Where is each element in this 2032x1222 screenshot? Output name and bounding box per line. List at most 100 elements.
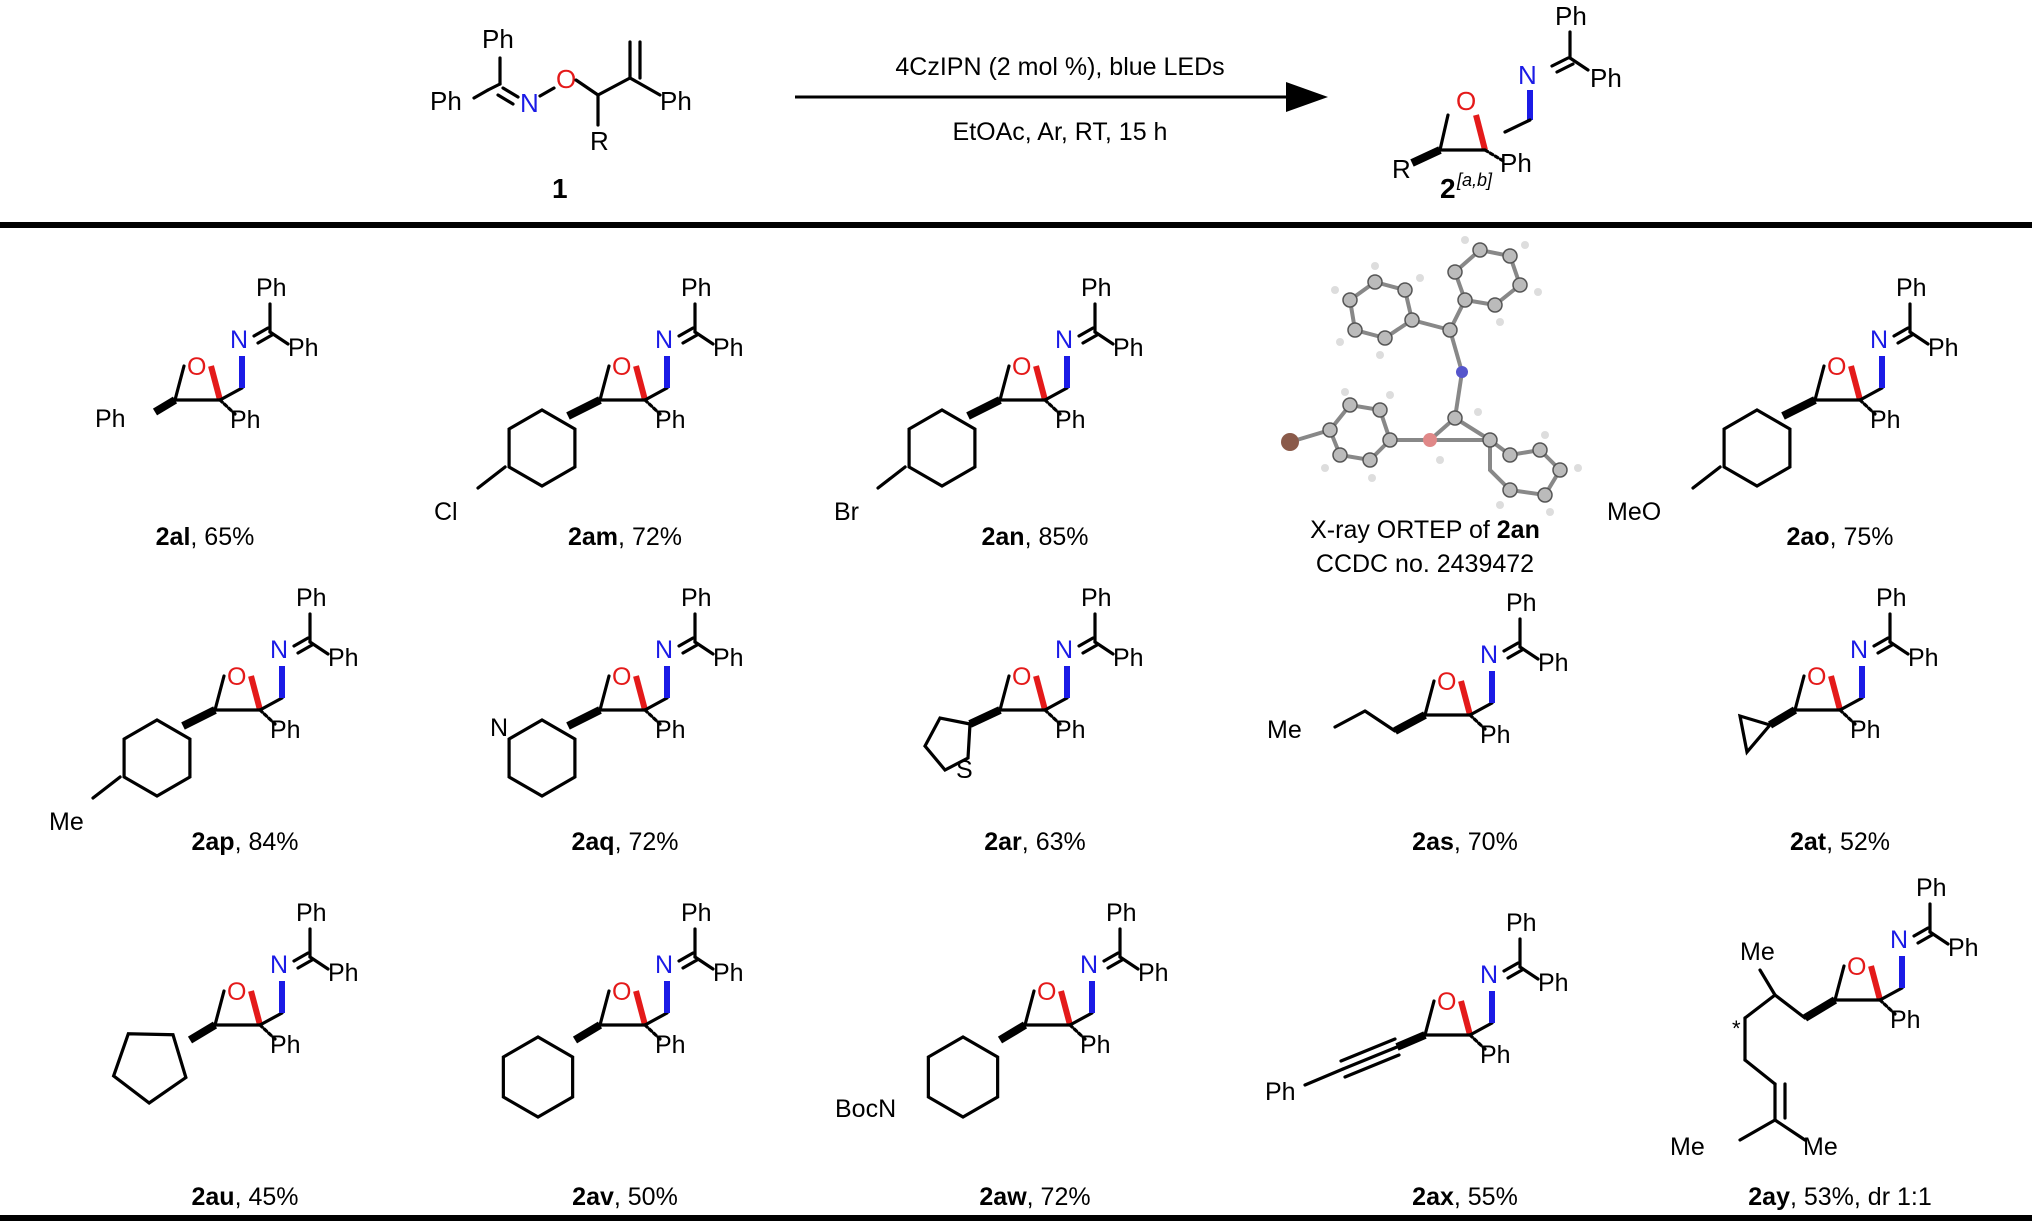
atom-ph: Ph (270, 1031, 301, 1059)
reaction-arrow: 4CzIPN (2 mol %), blue LEDs EtOAc, Ar, R… (795, 53, 1328, 146)
product-2: Ph Ph N O R Ph 2 [a,b] (1392, 1, 1622, 204)
xray-caption-line2: CCDC no. 2439472 (1316, 550, 1534, 578)
atom-ph: Ph (270, 716, 301, 744)
atom-ph: Ph (1590, 63, 1622, 93)
compound-caption: 2av, 50% (572, 1183, 678, 1211)
atom-ph: Ph (230, 406, 261, 434)
atom-ph: Ph (1538, 969, 1569, 997)
atom-o: O (1437, 988, 1456, 1016)
atom-o: O (1037, 978, 1056, 1006)
atom-ph: Ph (1506, 909, 1537, 937)
atom-ph: Ph (1080, 1031, 1111, 1059)
atom-ph: Ph (1896, 274, 1927, 302)
compound-caption: 2as, 70% (1412, 828, 1518, 856)
atom-ph: Ph (430, 86, 462, 116)
atom-ph: Ph (660, 86, 692, 116)
atom-n: N (655, 636, 673, 664)
atom-n: N (655, 951, 673, 979)
atom-ph: Ph (655, 406, 686, 434)
xray-caption-line1: X-ray ORTEP of 2an (1310, 516, 1540, 544)
footnote-superscript: [a,b] (1456, 170, 1493, 190)
atom-ph: Ph (1081, 584, 1112, 612)
atom-r: R (590, 126, 609, 156)
atom-br: Br (834, 498, 859, 526)
atom-n: N (1055, 326, 1073, 354)
atom-ph: Ph (1081, 274, 1112, 302)
compound-caption: 2al, 65% (156, 523, 255, 551)
atom-ph: Ph (1555, 1, 1587, 31)
atom-meo: MeO (1607, 498, 1661, 526)
compound-label-2: 2 (1440, 173, 1456, 204)
compound-caption: 2an, 85% (981, 523, 1088, 551)
atom-ph: Ph (713, 644, 744, 672)
stereo-star: * (1732, 1016, 1741, 1041)
atom-ph: Ph (1506, 589, 1537, 617)
xray-ortep-structure: X-ray ORTEP of 2an CCDC no. 2439472 (1281, 236, 1582, 578)
atom-o: O (612, 353, 631, 381)
compound-caption: 2ap, 84% (191, 828, 298, 856)
atom-ph: Ph (1870, 406, 1901, 434)
atom-o: O (556, 64, 576, 94)
compound-caption: 2ax, 55% (1412, 1183, 1518, 1211)
atom-ph: Ph (288, 334, 319, 362)
atom-ph: Ph (1500, 148, 1532, 178)
atom-ph: Ph (655, 1031, 686, 1059)
atom-n: N (1518, 60, 1537, 90)
atom-ph: Ph (1876, 584, 1907, 612)
atom-o: O (612, 978, 631, 1006)
atom-ph: Ph (328, 959, 359, 987)
atom-ph: Ph (1480, 1041, 1511, 1069)
atom-ph: Ph (1055, 406, 1086, 434)
atom-ph: Ph (1890, 1006, 1921, 1034)
atom-me: Me (1803, 1133, 1838, 1161)
compound-caption: 2aw, 72% (979, 1183, 1090, 1211)
atom-n: N (270, 951, 288, 979)
atom-ph: Ph (1113, 644, 1144, 672)
compound-caption: 2at, 52% (1790, 828, 1890, 856)
compound-caption: 2aq, 72% (571, 828, 678, 856)
atom-me: Me (1740, 938, 1775, 966)
atom-ph: Ph (296, 899, 327, 927)
atom-me: Me (1670, 1133, 1705, 1161)
starting-material-1: Ph Ph N O R Ph 1 (430, 24, 692, 204)
atom-n: N (1890, 926, 1908, 954)
atom-o: O (1437, 668, 1456, 696)
atom-ph: Ph (1928, 334, 1959, 362)
atom-ph: Ph (1265, 1078, 1296, 1106)
atom-ph: Ph (95, 405, 126, 433)
atom-n: N (1870, 326, 1888, 354)
atom-ph: Ph (681, 274, 712, 302)
atom-n: N (655, 326, 673, 354)
atom-ph: Ph (655, 716, 686, 744)
atom-n: N (520, 88, 539, 118)
atom-o: O (1456, 86, 1476, 116)
atom-n: N (1850, 636, 1868, 664)
atom-s: S (956, 756, 973, 784)
atom-ph: Ph (1948, 934, 1979, 962)
atom-n: N (1055, 636, 1073, 664)
atom-ph: Ph (482, 24, 514, 54)
atom-cl: Cl (434, 498, 458, 526)
atom-ph: Ph (296, 584, 327, 612)
solvent-conditions: EtOAc, Ar, RT, 15 h (953, 118, 1168, 146)
atom-ph: Ph (328, 644, 359, 672)
atom-me: Me (1267, 716, 1302, 744)
atom-ph: Ph (1113, 334, 1144, 362)
atom-ph: Ph (681, 899, 712, 927)
atom-n: N (1480, 961, 1498, 989)
atom-o: O (1012, 663, 1031, 691)
atom-o: O (187, 353, 206, 381)
